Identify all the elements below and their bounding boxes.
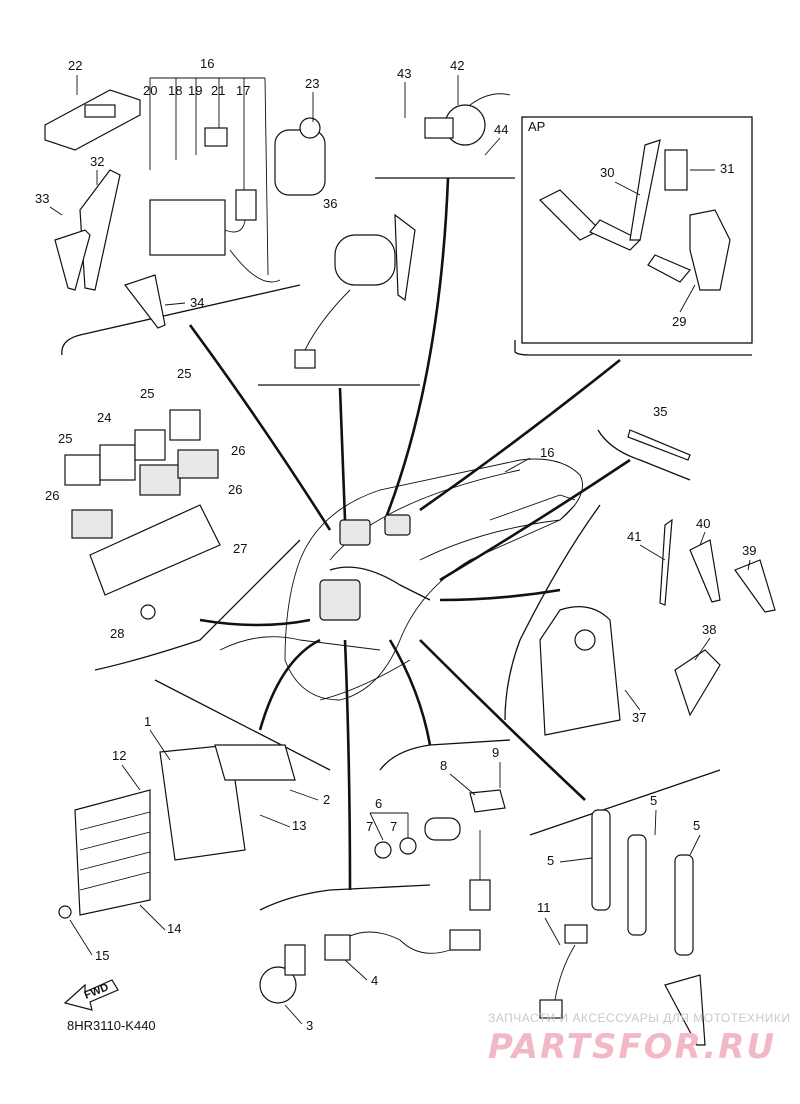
callout-30: 30 [600,165,614,180]
callout-7a: 7 [366,819,373,834]
callout-27: 27 [233,541,247,556]
callout-25c: 25 [58,431,72,446]
callout-19: 19 [188,83,202,98]
callout-34: 34 [190,295,204,310]
callout-8: 8 [440,758,447,773]
callout-4: 4 [371,973,378,988]
callout-39: 39 [742,543,756,558]
callout-43: 43 [397,66,411,81]
callout-5b: 5 [693,818,700,833]
callout-6: 6 [375,796,382,811]
callout-25b: 25 [140,386,154,401]
callout-17: 17 [236,83,250,98]
callout-leaders [49,75,751,1025]
callout-1: 1 [144,714,151,729]
watermark-brand: PARTSFOR.RU [488,1027,776,1067]
callout-12: 12 [112,748,126,763]
callout-38: 38 [702,622,716,637]
callout-40: 40 [696,516,710,531]
inset-ap-box: AP [521,116,753,344]
callout-25a: 25 [177,366,191,381]
callout-14: 14 [167,921,181,936]
inset-ap-label: AP [528,119,545,134]
callout-35: 35 [653,404,667,419]
callout-31: 31 [720,161,734,176]
callout-26c: 26 [45,488,59,503]
callout-16b: 16 [540,445,554,460]
callout-9: 9 [492,745,499,760]
callout-16: 16 [200,56,214,71]
callout-33: 33 [35,191,49,206]
callout-7b: 7 [390,819,397,834]
callout-23: 23 [305,76,319,91]
fwd-arrow: FWD [63,979,119,1011]
callout-5c: 5 [547,853,554,868]
callout-26a: 26 [231,443,245,458]
watermark-tagline: ЗАПЧАСТИ И АКСЕССУАРЫ ДЛЯ МОТОТЕХНИКИ [488,1011,790,1025]
callout-26b: 26 [228,482,242,497]
callout-18: 18 [168,83,182,98]
callout-32: 32 [90,154,104,169]
group-leaders [188,177,631,891]
part-code: 8HR3110-K440 [67,1018,156,1033]
group-outlines [61,177,752,911]
callout-29: 29 [672,314,686,329]
callout-11: 11 [537,900,551,915]
callout-41: 41 [627,529,641,544]
callout-15: 15 [95,948,109,963]
callout-44: 44 [494,122,508,137]
callout-28: 28 [110,626,124,641]
callout-22: 22 [68,58,82,73]
callout-24: 24 [97,410,111,425]
callout-5a: 5 [650,793,657,808]
part-sketches [44,89,776,1046]
callout-3: 3 [306,1018,313,1033]
callout-13: 13 [292,818,306,833]
watermark: ЗАПЧАСТИ И АКСЕССУАРЫ ДЛЯ МОТОТЕХНИКИ PA… [488,1011,790,1067]
callout-37: 37 [632,710,646,725]
callout-42: 42 [450,58,464,73]
callout-36: 36 [323,196,337,211]
hull-sketch [219,458,583,701]
callout-labels: 22 16 20 18 19 21 17 23 43 42 44 32 33 3… [35,56,756,1033]
callout-2: 2 [323,792,330,807]
callout-21: 21 [211,83,225,98]
